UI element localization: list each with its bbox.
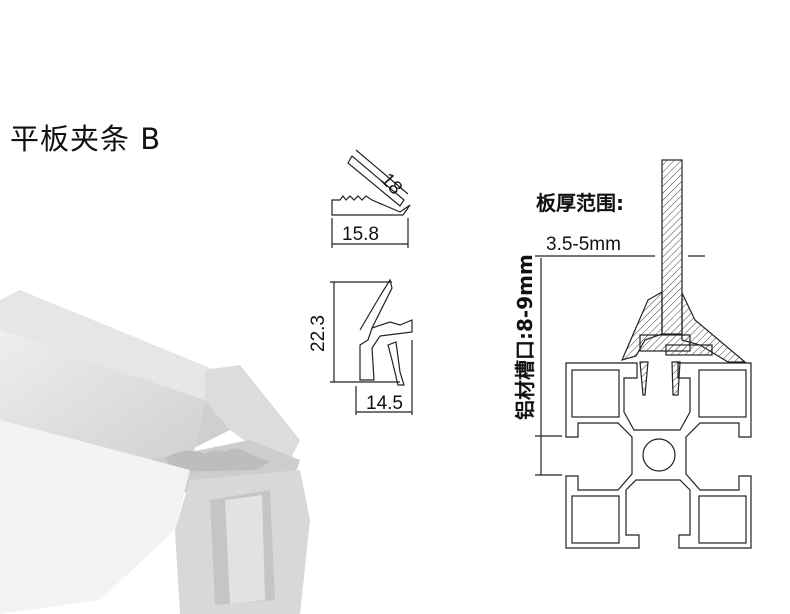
product-title: 平板夹条 B	[10, 122, 162, 156]
profile-top-drawing	[331, 149, 411, 248]
cross-section-drawing	[535, 159, 752, 549]
profile-bottom-drawing	[330, 278, 413, 415]
dimension-bottom-height: 22.3	[308, 315, 329, 352]
dimension-top-diagonal: 18	[376, 169, 406, 199]
dimension-bottom-width: 14.5	[366, 393, 403, 414]
strip-photo	[0, 290, 310, 614]
dimension-top-width: 15.8	[342, 224, 379, 245]
plate-thickness-range: 3.5-5mm	[546, 234, 621, 255]
plate-thickness-label: 板厚范围:	[536, 191, 624, 215]
slot-width-label: 铝材槽口:8-9mm	[513, 254, 537, 420]
